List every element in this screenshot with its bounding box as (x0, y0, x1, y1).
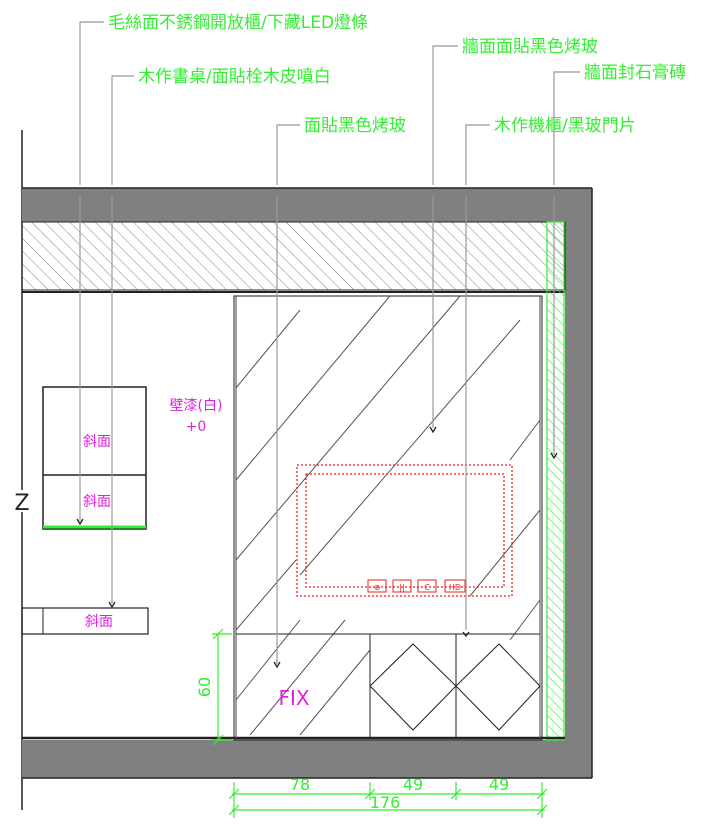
desk (21, 607, 149, 635)
tv-button-2 (417, 579, 437, 593)
dimension-total: 176 (370, 793, 401, 812)
ceiling-slab (22, 188, 592, 222)
dimension-height-text: 60 (195, 677, 214, 697)
label-wall-paint: 壁漆(白) (170, 398, 223, 414)
leader-ticks (76, 426, 558, 669)
tv-button-label-0: ⊕ (374, 583, 381, 592)
dimension-seg-1: 78 (290, 775, 310, 794)
right-wall (565, 188, 592, 778)
dimension-seg-3: 49 (489, 775, 509, 794)
tv-button-3 (444, 579, 466, 593)
callout-steel-cabinet: 毛絲面不銹鋼開放櫃/下藏LED燈條 (108, 13, 368, 33)
ceiling-hatch (21, 221, 566, 291)
tv-button-label-2: C (424, 583, 430, 592)
callout-desk: 木作書桌/面貼栓木皮噴白 (138, 67, 331, 87)
dimension-height (212, 628, 232, 746)
callout-tv-cabinet: 木作機櫃/黑玻門片 (494, 116, 636, 136)
callout-black-glass: 面貼黑色烤玻 (304, 116, 406, 136)
break-mark: Z (14, 491, 29, 516)
label-fix: FIX (278, 686, 309, 710)
label-slant-1: 斜面 (83, 434, 111, 450)
black-glass-panel (233, 295, 543, 741)
dimension-seg-2: 49 (403, 775, 423, 794)
open-cabinet (42, 386, 147, 530)
floor-slab (22, 740, 592, 778)
callout-wall-black-glass: 牆面面貼黑色烤玻 (462, 37, 598, 57)
callout-gypsum-wall: 牆面封石膏磚 (584, 62, 686, 83)
label-slant-2: 斜面 (83, 494, 111, 510)
tv-button-label-3: HD (449, 583, 461, 592)
dimension-chain (228, 782, 548, 818)
tv-button-label-1: || (399, 583, 404, 592)
gypsum-brick-wall (546, 221, 565, 741)
label-level: +0 (186, 419, 207, 435)
label-slant-3: 斜面 (85, 614, 113, 630)
tv-outline: ⊕ || C HD (296, 464, 513, 597)
callout-leaders (79, 21, 580, 664)
tv-button-0 (367, 579, 387, 593)
tv-button-1 (392, 579, 412, 593)
